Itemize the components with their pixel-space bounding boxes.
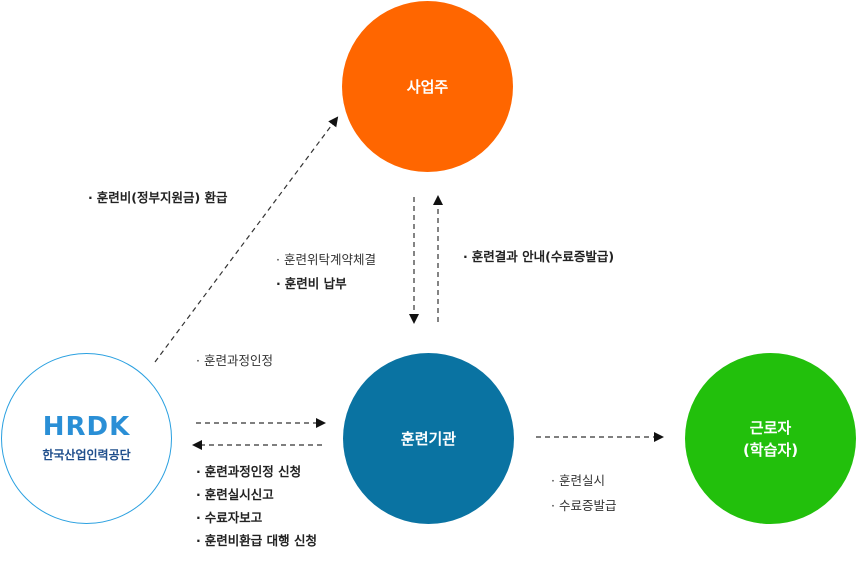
hrdk-name: 한국산업인력공단	[42, 448, 131, 462]
label-training-conduct: ·훈련실시	[551, 473, 605, 488]
label-course-approval: ·훈련과정인정	[196, 353, 273, 368]
hrdk-logo-text: HRDK	[42, 412, 131, 442]
label-report-3: ·훈련비환급 대행 신청	[196, 533, 317, 548]
employer-node: 사업주	[342, 1, 513, 172]
label-report-1: ·훈련실시신고	[196, 487, 274, 502]
training-institute-node: 훈련기관	[343, 353, 514, 524]
institute-label: 훈련기관	[400, 430, 457, 448]
label-certificate-issue: ·수료증발급	[551, 498, 617, 513]
arrow-hrdk-to-employer	[154, 116, 339, 363]
label-report-0: ·훈련과정인정 신청	[196, 464, 302, 479]
label-result-notice: ·훈련결과 안내(수료증발급)	[463, 249, 615, 264]
label-contract: ·훈련위탁계약체결	[276, 252, 376, 267]
hrdk-logo: HRDK	[43, 414, 131, 440]
label-report-2: ·수료자보고	[196, 510, 263, 525]
label-refund: ·훈련비(정부지원금) 환급	[88, 190, 228, 205]
worker-node: 근로자 (학습자)	[685, 353, 856, 524]
label-payment: ·훈련비 납부	[276, 276, 347, 291]
hrdk-node: HRDK 한국산업인력공단	[1, 353, 172, 524]
worker-sublabel: (학습자)	[742, 440, 799, 459]
worker-label: 근로자	[749, 418, 792, 437]
employer-label: 사업주	[406, 78, 449, 96]
